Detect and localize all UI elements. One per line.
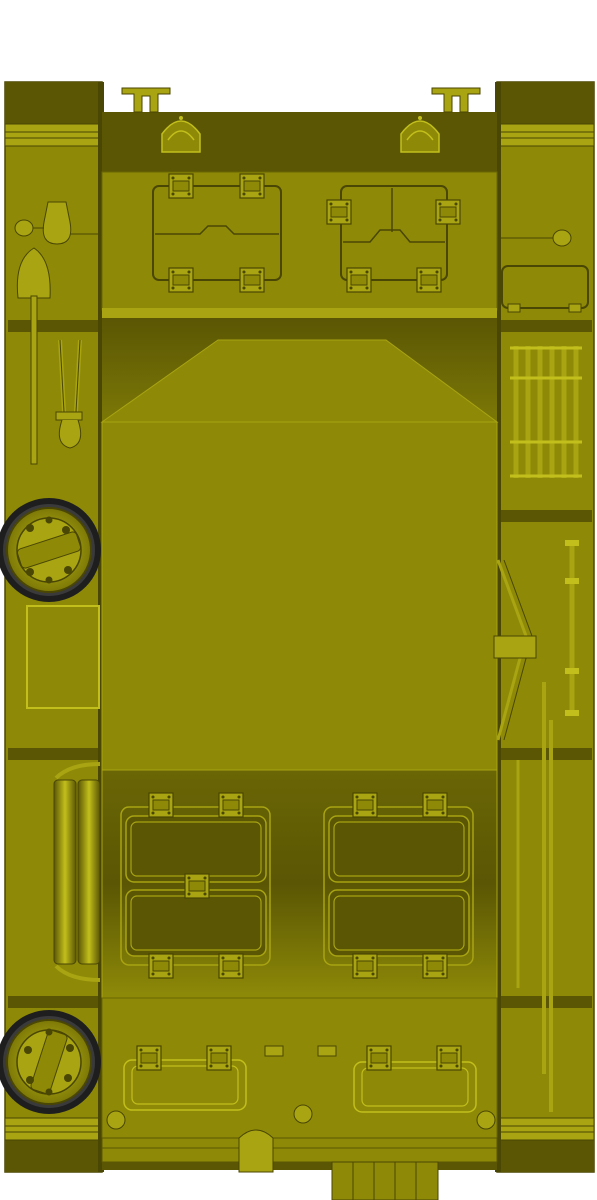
vent-slot-right	[317, 1045, 337, 1057]
spare-wheel-top	[0, 498, 101, 602]
towing-bar-icon	[516, 682, 553, 1112]
co-driver-hatch	[326, 185, 461, 293]
tail-light-right	[476, 1110, 496, 1130]
tool-box-right	[501, 265, 589, 313]
driver-hatch	[152, 173, 282, 293]
front-tow-hook-right	[431, 87, 481, 113]
spare-wheel-bottom	[0, 1010, 101, 1114]
headlight-right	[400, 116, 440, 153]
vent-slot-left	[264, 1045, 284, 1057]
jerry-can-icon	[500, 229, 572, 247]
headlight-left	[161, 116, 201, 153]
tail-light-center	[293, 1104, 313, 1124]
pry-bar-icon	[565, 540, 579, 716]
rear-access-panel-right	[353, 1045, 477, 1113]
rear-access-panel-left	[123, 1045, 247, 1111]
jack-icon	[493, 559, 537, 741]
rear-hatch-left	[120, 792, 271, 979]
stowage-box-left	[26, 605, 100, 709]
tail-light-left	[106, 1110, 126, 1130]
fire-extinguisher-icon	[14, 201, 98, 245]
rear-hatch-right	[323, 792, 474, 979]
crowbar-bundle-icon	[510, 346, 582, 478]
tow-cable-icon	[55, 339, 83, 449]
front-tow-hook-left	[121, 87, 171, 113]
shovel-icon	[16, 247, 51, 465]
exhaust-muffler-icon	[53, 762, 101, 982]
